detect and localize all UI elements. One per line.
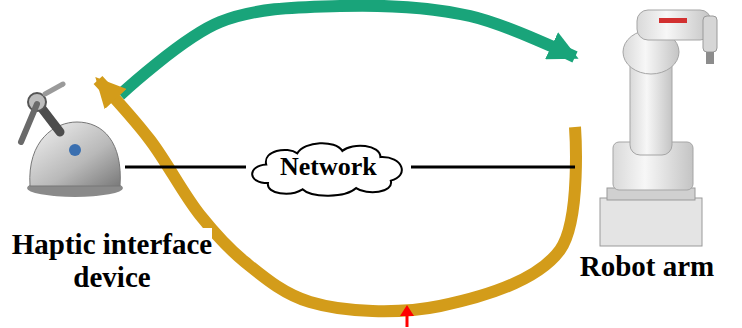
cloud-label: Network: [280, 152, 377, 182]
node-label-text: Robot arm: [580, 250, 715, 282]
device-node: Robot arm: [575, 2, 720, 248]
network-cloud: Network: [242, 136, 415, 198]
device-node: Haptic interface device: [15, 80, 125, 198]
network-link: [125, 166, 246, 169]
pointer-arrow: [400, 305, 414, 327]
robot-arm-picture: [600, 10, 717, 246]
feedback-arrow: [98, 80, 576, 311]
node-label: Robot arm: [567, 250, 727, 283]
haptic-device-picture: [21, 84, 123, 197]
node-label-text: Haptic interface device: [12, 228, 213, 293]
network-link: [411, 166, 575, 169]
node-label: Haptic interface device: [0, 228, 227, 294]
command-arrow: [120, 6, 575, 95]
